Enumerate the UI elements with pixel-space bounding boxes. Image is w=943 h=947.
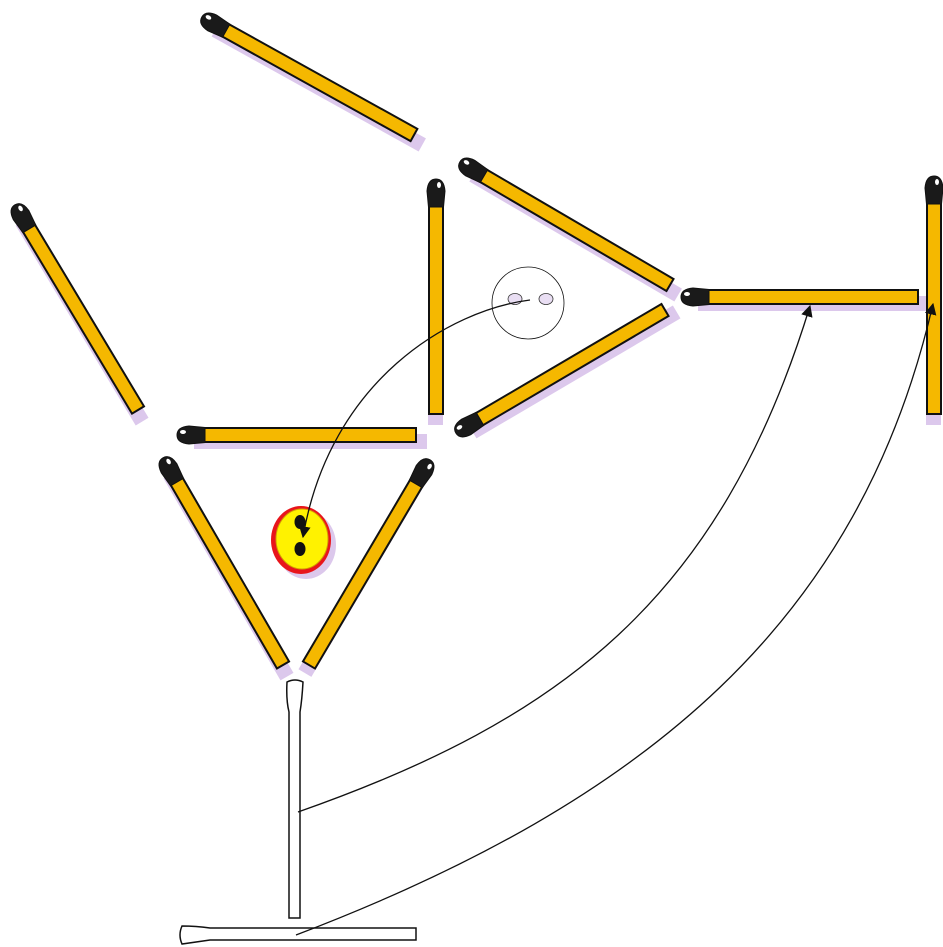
glass-left-match-head [158, 456, 185, 487]
arrow-ghost-base-to-right-vertical-match [295, 302, 937, 936]
right-vertical-left-match-stick [428, 194, 444, 415]
ghost-button-hole [538, 293, 554, 305]
right-vertical-match [924, 175, 943, 415]
buttons [271, 506, 336, 579]
top-floating-match-head-highlight [205, 15, 212, 20]
right-vertical-left-match-head-highlight [437, 182, 441, 188]
arrow-ghost-stem-to-right-horizontal-match [297, 304, 813, 813]
glass-rim-match-stick [192, 427, 417, 443]
ghost-button [491, 266, 565, 340]
right-upper-diagonal-match [458, 157, 675, 293]
glass-left-match-head-highlight [166, 458, 171, 465]
right-horizontal-match-head [680, 287, 710, 307]
right-vertical-left-match-head [426, 178, 446, 208]
right-horizontal-match [680, 287, 919, 307]
ghost-pieces [179, 266, 565, 945]
right-lower-diagonal-match-head-highlight [456, 425, 463, 430]
right-upper-diagonal-match-head-highlight [463, 160, 470, 165]
ghost-stem [286, 679, 304, 919]
left-floating-match [10, 203, 146, 415]
glass-left-match-stick [163, 466, 291, 670]
glass-rim-match [176, 425, 417, 445]
glass-right-match-head-highlight [427, 463, 432, 470]
right-upper-diagonal-match-stick [468, 162, 675, 293]
right-vertical-left-match [426, 178, 446, 415]
glass-right-match [301, 458, 435, 670]
left-floating-match-head-highlight [18, 205, 23, 212]
right-horizontal-match-head-highlight [684, 292, 690, 296]
yellow-button [271, 506, 336, 579]
arrow-ghost-button-to-yellow-button [299, 299, 531, 539]
right-horizontal-match-stick [696, 289, 919, 305]
right-lower-diagonal-match-head [454, 411, 485, 438]
yellow-button-hole [294, 515, 306, 529]
top-floating-match [200, 12, 419, 143]
right-vertical-match-stick [926, 191, 942, 415]
yellow-button-hole [294, 542, 306, 556]
glass-rim-match-head [176, 425, 206, 445]
right-lower-diagonal-match-stick [464, 302, 670, 433]
matchsticks [10, 12, 943, 670]
glass-rim-match-head-highlight [180, 430, 186, 434]
ghost-base [179, 925, 417, 945]
right-vertical-match-head [924, 175, 943, 205]
drop-shadows [15, 23, 941, 681]
top-floating-match-stick [210, 17, 419, 143]
right-lower-diagonal-match [454, 302, 670, 438]
glass-left-match [158, 456, 291, 670]
move-arrows [295, 299, 937, 936]
right-vertical-match-head-highlight [935, 179, 939, 185]
yellow-button-face [275, 508, 329, 570]
left-floating-match-head [10, 203, 37, 234]
left-floating-match-stick [15, 213, 146, 415]
ghost-button-disc [491, 266, 565, 340]
